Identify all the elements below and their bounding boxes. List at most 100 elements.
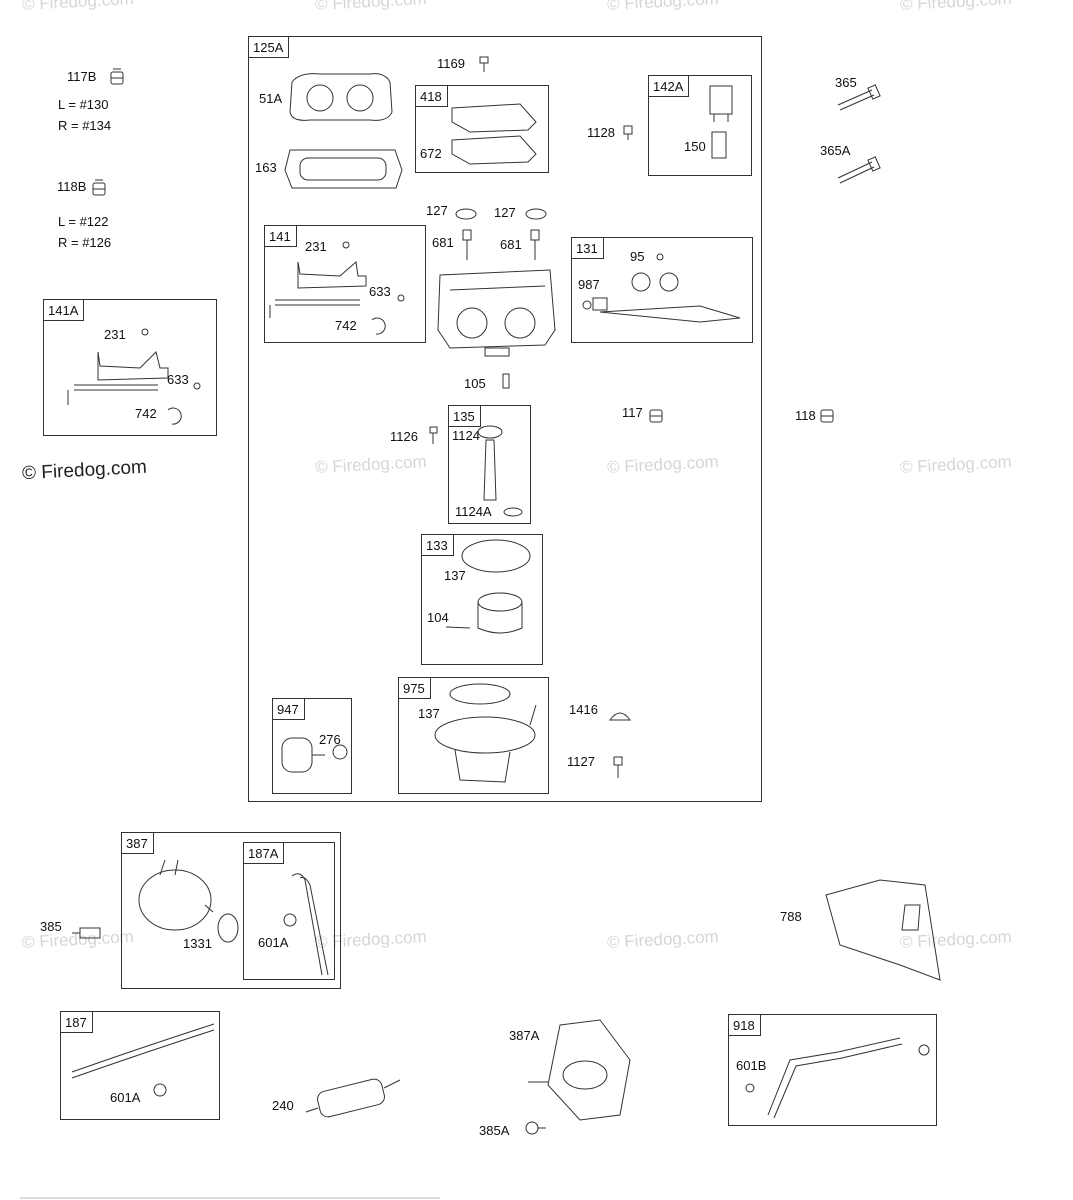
screw-icon	[430, 427, 437, 444]
subgroup-131: 131	[571, 237, 753, 343]
part-label: 385A	[479, 1123, 510, 1138]
part-label: 231	[104, 327, 126, 342]
part-label: 163	[255, 160, 277, 175]
group-tag: 131	[572, 238, 604, 259]
part-label: 137	[444, 568, 466, 583]
nut-icon	[650, 410, 662, 422]
group-tag: 141	[265, 226, 297, 247]
fuel-pump-icon	[139, 860, 213, 930]
subgroup-133: 133	[421, 534, 543, 665]
part-label: 127	[426, 203, 448, 218]
part-label: 137	[418, 706, 440, 721]
part-label: 150	[684, 139, 706, 154]
part-label: 987	[578, 277, 600, 292]
screw-icon	[480, 57, 488, 72]
float-icon	[583, 254, 740, 322]
part-label: 231	[305, 239, 327, 254]
bolt-icon	[838, 157, 880, 183]
hose-icon	[72, 1024, 214, 1072]
bolt-icon	[838, 85, 880, 110]
hose-icon	[292, 874, 322, 975]
nut-icon	[111, 69, 123, 84]
hose-icon	[774, 1044, 902, 1118]
part-label: 633	[167, 372, 189, 387]
part-label: 1124A	[455, 504, 492, 519]
group-tag: 133	[422, 535, 454, 556]
needle-icon	[463, 230, 471, 260]
part-label: 240	[272, 1098, 294, 1113]
tube-icon	[478, 426, 522, 516]
group-tag: 125A	[249, 37, 290, 58]
cap-icon	[610, 713, 630, 720]
part-label: 118	[795, 408, 816, 423]
group-tag: 141A	[44, 300, 85, 321]
subgroup-947: 947	[272, 698, 352, 794]
part-note: L = #122	[58, 214, 109, 229]
part-label: 1127	[567, 754, 595, 769]
part-label: 1416	[569, 702, 598, 717]
part-label: 117B	[67, 69, 97, 84]
gasket-icon	[285, 150, 402, 188]
clamp-icon	[746, 1084, 754, 1092]
bowl-icon	[435, 705, 536, 782]
part-label: 1169	[437, 56, 465, 71]
screw-icon	[343, 242, 349, 248]
carburetor-icon	[438, 270, 555, 356]
group-387: 387	[121, 832, 341, 989]
part-label: 127	[494, 205, 516, 220]
cap-icon	[456, 209, 476, 219]
washer-icon	[398, 295, 404, 301]
fuel-filter-icon	[306, 1077, 400, 1118]
element-icon	[478, 593, 522, 633]
part-label: 95	[630, 249, 645, 264]
part-label: 1128	[587, 125, 615, 140]
screw-icon	[624, 126, 632, 140]
washer-icon	[194, 383, 200, 389]
part-label: 681	[500, 237, 522, 252]
part-label: 385	[40, 919, 62, 934]
subgroup-418: 418	[415, 85, 549, 173]
cap-icon	[526, 209, 546, 219]
part-label: 105	[464, 376, 486, 391]
hose-icon	[768, 1038, 900, 1115]
clamp-icon	[919, 1045, 929, 1055]
group-tag: 947	[273, 699, 305, 720]
group-tag: 187	[61, 1012, 93, 1033]
gasket-icon	[290, 74, 392, 121]
part-label: 1331	[183, 936, 212, 951]
clip-icon	[372, 318, 385, 334]
bracket-icon	[826, 880, 940, 980]
part-label: 1126	[390, 429, 418, 444]
group-tag: 975	[399, 678, 431, 699]
part-note: R = #126	[58, 235, 112, 250]
part-label: 681	[432, 235, 454, 250]
group-187: 187	[60, 1011, 220, 1120]
pin-icon	[446, 627, 470, 628]
part-label: 742	[135, 406, 157, 421]
solenoid-icon	[282, 738, 347, 772]
group-918: 918	[728, 1014, 937, 1126]
part-label: 601A	[258, 935, 289, 950]
part-label: 387A	[509, 1028, 540, 1043]
group-125a: 125A	[248, 36, 762, 802]
clip-icon	[168, 408, 181, 424]
subgroup-187a: 187A	[243, 842, 335, 980]
screw-icon	[526, 1122, 546, 1134]
part-label: 365	[835, 75, 857, 90]
hose-icon	[72, 1030, 214, 1078]
subgroup-135: 135	[448, 405, 531, 524]
part-label: 51A	[259, 91, 283, 106]
clamp-icon	[154, 1084, 166, 1096]
screw-icon	[142, 329, 148, 335]
part-label: 601B	[736, 1058, 767, 1073]
group-tag: 187A	[244, 843, 285, 864]
group-tag: 918	[729, 1015, 761, 1036]
part-label: 788	[780, 909, 802, 924]
clamp-icon	[284, 914, 296, 926]
needle-icon	[503, 374, 509, 388]
group-tag: 135	[449, 406, 481, 427]
subgroup-141: 141	[264, 225, 426, 343]
needle-icon	[531, 230, 539, 260]
group-141a: 141A	[43, 299, 217, 436]
